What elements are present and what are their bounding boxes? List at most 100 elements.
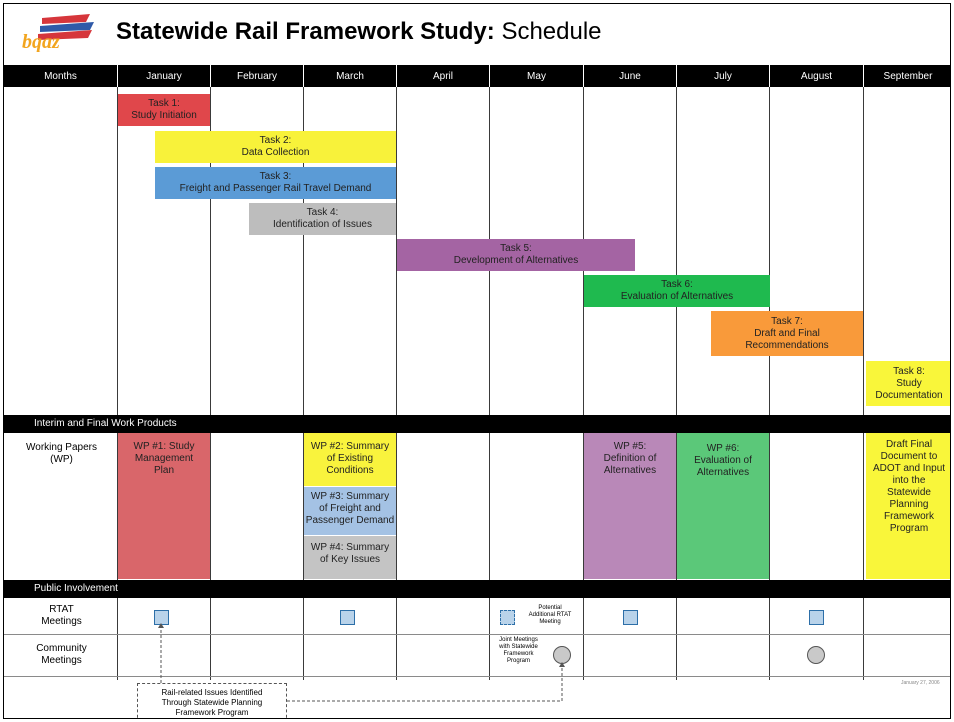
wp-text: Document to <box>880 451 938 462</box>
task-name: Evaluation of Alternatives <box>620 291 734 302</box>
wp-3-box: WP #3: Summary of Freight and Passenger … <box>304 487 396 535</box>
title-row: bqaz Statewide Rail Framework Study: Sch… <box>4 4 950 62</box>
task-name: Study Initiation <box>131 110 197 121</box>
wp-text: WP #5: <box>613 441 647 452</box>
schedule-frame: bqaz Statewide Rail Framework Study: Sch… <box>3 3 951 719</box>
header-september: September <box>864 65 950 87</box>
task-label: Task 5: <box>500 243 532 254</box>
wp-6-box: WP #6: Evaluation of Alternatives <box>677 433 769 579</box>
wp-4-box: WP #4: Summary of Key Issues <box>304 536 396 579</box>
task-label: Task 8: <box>893 365 925 377</box>
note-line: Framework Program <box>175 708 249 717</box>
issues-note-box: Rail-related Issues Identified Through S… <box>137 683 287 718</box>
note-line: Rail-related Issues Identified <box>161 688 263 697</box>
wp-5-box: WP #5: Definition of Alternatives <box>584 433 676 579</box>
note-line: Meeting <box>539 619 561 625</box>
row-label-working-papers: Working Papers (WP) <box>14 442 109 466</box>
header-march: March <box>304 65 396 87</box>
page-title-bold: Statewide Rail Framework Study: <box>116 18 495 45</box>
page-title-rest: Schedule <box>501 18 602 45</box>
wp-text: Alternatives <box>603 465 657 476</box>
wp-text: of Key Issues <box>319 554 381 565</box>
task-name: Recommendations <box>745 339 829 351</box>
wp-text: of Freight and <box>319 503 381 514</box>
wp-text: Alternatives <box>696 467 750 478</box>
rtat-potential-marker <box>500 610 515 625</box>
svg-text:bqaz: bqaz <box>22 31 60 52</box>
row-label-line: Working Papers <box>26 442 97 453</box>
wp-text: Passenger Demand <box>305 515 395 526</box>
task-label: Task 7: <box>771 315 803 327</box>
dashed-connectors <box>158 623 565 702</box>
header-april: April <box>397 65 489 87</box>
row-label-community: Community Meetings <box>14 643 109 667</box>
task-name: Development of Alternatives <box>453 255 579 266</box>
header-february: February <box>211 65 303 87</box>
note-line: Potential <box>538 605 562 611</box>
wp-text: Evaluation of <box>694 455 752 466</box>
task-name: Draft and Final <box>754 327 820 339</box>
rtat-meeting-marker <box>809 610 824 625</box>
task-label: Task 2: <box>259 135 292 146</box>
wp-text: into the <box>892 475 926 486</box>
grid-line <box>303 87 304 680</box>
grid-line <box>117 87 118 680</box>
task-name: Freight and Passenger Rail Travel Demand <box>179 183 372 194</box>
task-6-bar: Task 6: Evaluation of Alternatives <box>584 275 770 307</box>
grid-line <box>676 87 677 680</box>
note-line: Program <box>506 658 530 664</box>
wp-text: of Existing <box>326 453 374 464</box>
potential-meeting-note: Potential Additional RTAT Meeting <box>520 605 580 626</box>
task-label: Task 4: <box>306 207 339 218</box>
task-label: Task 6: <box>661 279 693 290</box>
task-2-bar: Task 2: Data Collection <box>155 131 396 163</box>
grid-line <box>863 87 864 680</box>
wp-text: WP #3: Summary <box>310 491 390 502</box>
wp-text: Conditions <box>326 465 374 476</box>
wp-text: Management <box>134 453 194 464</box>
grid-line <box>583 87 584 680</box>
row-label-line: Meetings <box>41 616 82 627</box>
rtat-meeting-marker <box>340 610 355 625</box>
row-label-line: Meetings <box>41 655 82 666</box>
wp-text: Program <box>889 523 929 534</box>
wp-final-box: Draft Final Document to ADOT and Input i… <box>866 433 950 579</box>
wp-text: WP #6: <box>706 443 740 454</box>
section-band-work-products: Interim and Final Work Products <box>4 415 950 433</box>
task-name: Study <box>896 377 922 389</box>
wp-text: Draft Final <box>885 439 933 450</box>
wp-text: Statewide <box>887 487 931 498</box>
row-separator <box>4 676 950 677</box>
task-label: Task 3: <box>259 171 292 182</box>
wp-text: WP #1: Study <box>133 441 195 452</box>
task-5-bar: Task 5: Development of Alternatives <box>397 239 635 271</box>
joint-meetings-note: Joint Meetings with Statewide Framework … <box>491 637 546 665</box>
row-label-line: (WP) <box>50 454 73 465</box>
task-label: Task 1: <box>148 98 180 109</box>
note-line: Through Statewide Planning <box>161 698 263 707</box>
community-meeting-marker <box>807 646 825 664</box>
rtat-meeting-marker <box>623 610 638 625</box>
footer-date: January 27, 2006 <box>901 680 940 686</box>
task-name: Data Collection <box>241 147 310 158</box>
row-label-line: Community <box>36 643 87 654</box>
header-august: August <box>770 65 863 87</box>
row-label-line: RTAT <box>49 604 74 615</box>
header-may: May <box>490 65 583 87</box>
page-title: Statewide Rail Framework Study: Schedule <box>116 18 602 46</box>
note-line: Joint Meetings <box>499 637 538 643</box>
task-4-bar: Task 4: Identification of Issues <box>249 203 396 235</box>
wp-text: Plan <box>153 465 174 476</box>
task-7-bar: Task 7: Draft and Final Recommendations <box>711 311 863 356</box>
header-january: January <box>118 65 210 87</box>
header-july: July <box>677 65 769 87</box>
row-separator <box>4 634 950 635</box>
note-line: with Statewide <box>499 644 538 650</box>
task-name: Identification of Issues <box>273 219 372 230</box>
wp-1-box: WP #1: Study Management Plan <box>118 433 210 579</box>
note-line: Framework <box>503 651 534 657</box>
header-months: Months <box>4 65 117 87</box>
grid-line <box>489 87 490 680</box>
wp-text: ADOT and Input <box>872 463 946 474</box>
task-3-bar: Task 3: Freight and Passenger Rail Trave… <box>155 167 396 199</box>
